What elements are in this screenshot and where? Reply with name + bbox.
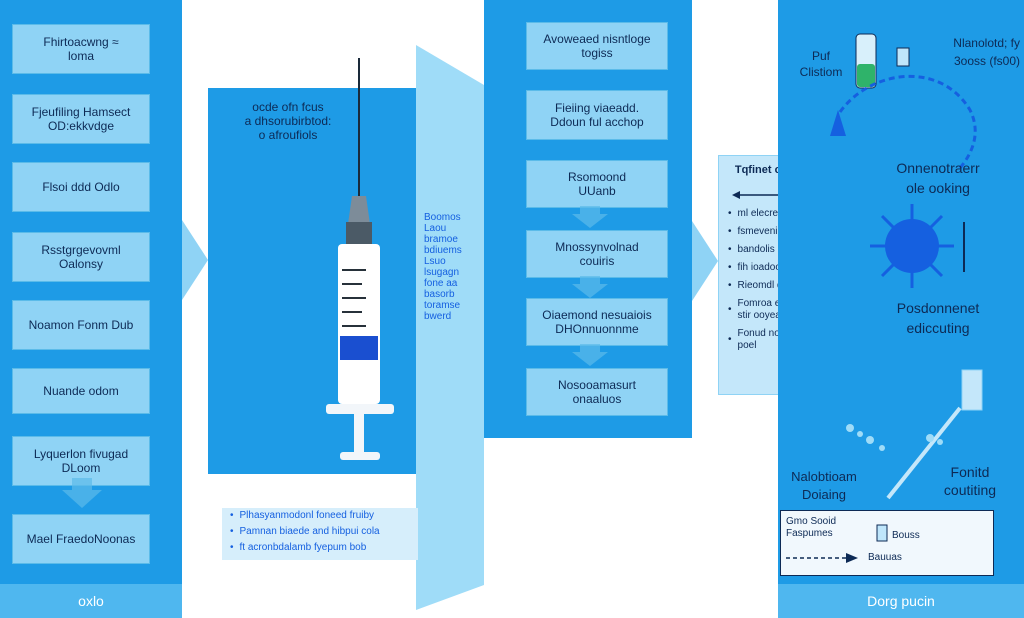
col1-box: Fhirtoacwng ≈ loma <box>12 24 150 74</box>
col4-footer-label: Dorg pucin <box>867 593 935 609</box>
bottom-note-item: • ft acronbdalamb fyepum bob <box>230 542 460 554</box>
inset-line-2: Bouss <box>892 530 920 541</box>
low-left-label: Nalobtioam Doiaing <box>791 469 857 502</box>
tube-icon <box>855 33 877 89</box>
col1-box: Flsoi ddd Odlo <box>12 162 150 212</box>
col1-box: Mael FraedoNoonas <box>12 514 150 564</box>
arrow-col3-to-card <box>692 221 718 301</box>
funnel-arrow-col2 <box>416 45 484 610</box>
down-arrows-col3 <box>572 206 608 366</box>
col3-box: Mnossynvolnad couiris <box>526 230 668 278</box>
col1-box: Lyquerlon fivugad DLoom <box>12 436 150 486</box>
inset-card <box>780 510 994 576</box>
bullet-icon: • <box>230 510 234 521</box>
bottom-notes-card <box>222 508 418 560</box>
bullet-icon: • <box>728 226 732 237</box>
col1-box: Nuande odom <box>12 368 150 414</box>
low-right-label: Fonitd coutiting <box>943 464 997 498</box>
legend-item: • bandolis <box>728 244 838 256</box>
legend-item-text: ml elecreacaas <box>737 208 805 219</box>
top-right-label: Nlanolotd; fy 3ooss (fs00) <box>953 36 1020 68</box>
bullet-icon: • <box>230 526 234 537</box>
bottom-notes-list: • Plhasyanmodonl foneed fruiby • Pamnan bia… <box>230 510 460 558</box>
top-left-label: Puf Clistiom <box>799 49 843 79</box>
bullet-icon: • <box>728 208 732 219</box>
syringe-panel-label: ocde ofn fcus a dhsorubirbtod: o afroufi… <box>244 100 332 142</box>
bullet-icon: • <box>728 244 732 255</box>
bullet-icon: • <box>728 304 732 315</box>
col3-box: Oiaemond nesuaiois DHOnnuonnme <box>526 298 668 346</box>
side-labels: Boomos Laou bramoe bdiuems Lsuo lsugagn … <box>424 212 462 322</box>
inset-line-3: Bauuas <box>868 552 902 563</box>
mid-label-1: Onnenotraerr ole ooking <box>896 160 980 196</box>
col3-box: Rsomoond UUanb <box>526 160 668 208</box>
bottom-note-item: • Pamnan biaede and hibpui cola <box>230 526 460 538</box>
bottom-note-text: Plhasyanmodonl foneed fruiby <box>239 510 375 521</box>
col3-box: Avoweaed nisntloge togiss <box>526 22 668 70</box>
inset-line-1: Gmo Sooid Faspumes <box>786 516 837 539</box>
col1-box: Noamon Fonm Dub <box>12 300 150 350</box>
bottom-note-item: • Plhasyanmodonl foneed fruiby <box>230 510 460 522</box>
col4-footer: Dorg pucin <box>778 584 1024 618</box>
col1-box: Rsstgrgevovml Oalonsy <box>12 232 150 282</box>
virus-icon <box>870 204 965 288</box>
inset-arrow-icon <box>786 553 858 563</box>
col1-footer-label: oxlo <box>78 593 104 609</box>
bottom-note-text: ft acronbdalamb fyepum bob <box>239 542 367 553</box>
mid-label-2: Posdonnenet ediccuting <box>896 300 980 336</box>
pipette-icon <box>846 369 983 500</box>
bottom-note-text: Pamnan biaede and hibpui cola <box>239 526 380 537</box>
down-arrow-col1 <box>62 478 102 508</box>
legend-item: • ml elecreacaas <box>728 208 838 220</box>
bullet-icon: • <box>728 334 732 345</box>
vial-icon <box>896 47 910 67</box>
col3-box: Nosooamasurt onaaluos <box>526 368 668 416</box>
cycle-arc-icon <box>830 75 977 169</box>
bullet-icon: • <box>230 542 234 553</box>
bullet-icon: • <box>728 262 732 273</box>
legend-item-text: fih ioadoon <box>737 262 787 273</box>
legend-item: • fih ioadoon <box>728 262 838 274</box>
inset-vial-icon <box>876 524 888 542</box>
col3-box: Fieiing viaeadd. Ddoun ful acchop <box>526 90 668 140</box>
col1-box: Fjeufiling Hamsect OD:ekkvdge <box>12 94 150 144</box>
arrow-col1-to-col2 <box>182 220 208 300</box>
bullet-icon: • <box>728 280 732 291</box>
legend-item-text: bandolis <box>737 244 775 255</box>
syringe-icon <box>326 58 394 460</box>
col1-footer: oxlo <box>0 584 182 618</box>
